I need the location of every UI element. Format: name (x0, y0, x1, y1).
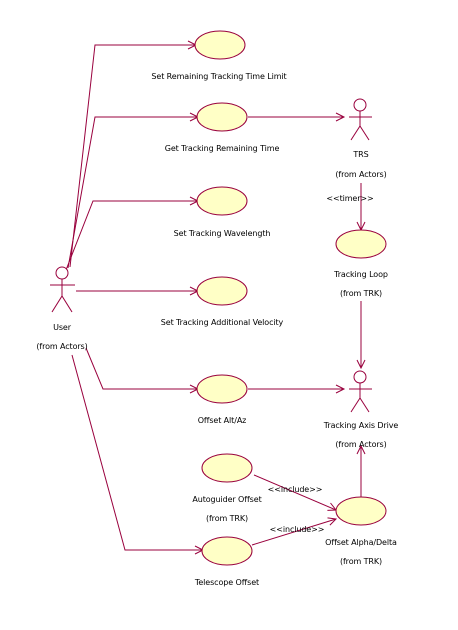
edge-user-telescope-offset (71, 354, 203, 551)
label-set-remaining-time-limit: Set Remaining Tracking Time Limit (151, 72, 286, 81)
use-case-offset-alpha-delta (335, 496, 387, 526)
actor-tracking-axis-drive-icon (349, 370, 372, 413)
use-case-tracking-loop (335, 229, 387, 259)
edge-get-remaining-time-trs-arrowhead (335, 112, 346, 122)
label-actor-tracking-axis-drive: Tracking Axis Drive (323, 421, 399, 430)
label-autoguider-offset-package: (from TRK) (206, 514, 248, 523)
actor-user-icon (50, 266, 75, 313)
label-set-tracking-wavelength: Set Tracking Wavelength (174, 229, 271, 238)
label-tracking-loop: Tracking Loop (333, 270, 388, 279)
use-case-get-tracking-remaining-time (196, 102, 248, 132)
use-case-set-remaining-time-limit (194, 30, 246, 60)
use-case-telescope-offset (201, 536, 253, 566)
label-offset-alpha-delta: Offset Alpha/Delta (325, 538, 397, 547)
label-actor-user-package: (from Actors) (36, 342, 87, 351)
edge-telescope-include-offset-alpha-delta (251, 518, 337, 546)
label-offset-alt-az: Offset Alt/Az (198, 416, 247, 425)
use-case-set-tracking-additional-velocity (196, 276, 248, 306)
associations (65, 40, 366, 555)
use-case-autoguider-offset (201, 453, 253, 483)
edge-user-get-tracking-remaining-time (67, 116, 198, 269)
edge-user-set-tracking-wavelength (65, 200, 198, 271)
edge-user-offset-alt-az (85, 347, 198, 390)
label-offset-alpha-delta-package: (from TRK) (340, 557, 382, 566)
label-autoguider-offset: Autoguider Offset (192, 495, 261, 504)
label-set-tracking-additional-velocity: Set Tracking Additional Velocity (161, 318, 284, 327)
label-actor-trs-package: (from Actors) (335, 170, 386, 179)
edge-offset-alt-az-axis-drive-arrowhead (335, 384, 346, 394)
edge-autoguider-include-offset-alpha-delta (253, 474, 337, 511)
label-stereotype-include-telescope: <<include>> (270, 525, 325, 534)
label-actor-user: User (53, 323, 72, 332)
edge-offset-alpha-delta-axis-drive-arrowhead (356, 444, 366, 455)
label-get-tracking-remaining-time: Get Tracking Remaining Time (165, 144, 280, 153)
label-actor-trs: TRS (352, 150, 368, 159)
label-actor-tracking-axis-drive-package: (from Actors) (335, 440, 386, 449)
label-stereotype-include-autoguider: <<include>> (268, 485, 323, 494)
label-telescope-offset: Telescope Offset (194, 578, 259, 587)
edge-user-set-remaining-time-limit (69, 44, 196, 268)
label-tracking-loop-package: (from TRK) (340, 289, 382, 298)
edge-tracking-loop-axis-drive-arrowhead (356, 359, 366, 370)
label-stereotype-timer: <<timer>> (326, 194, 373, 203)
use-case-offset-alt-az (196, 374, 248, 404)
edge-telescope-include-arrowhead (327, 517, 338, 526)
actor-trs-icon (349, 98, 372, 141)
use-case-set-tracking-wavelength (196, 186, 248, 216)
